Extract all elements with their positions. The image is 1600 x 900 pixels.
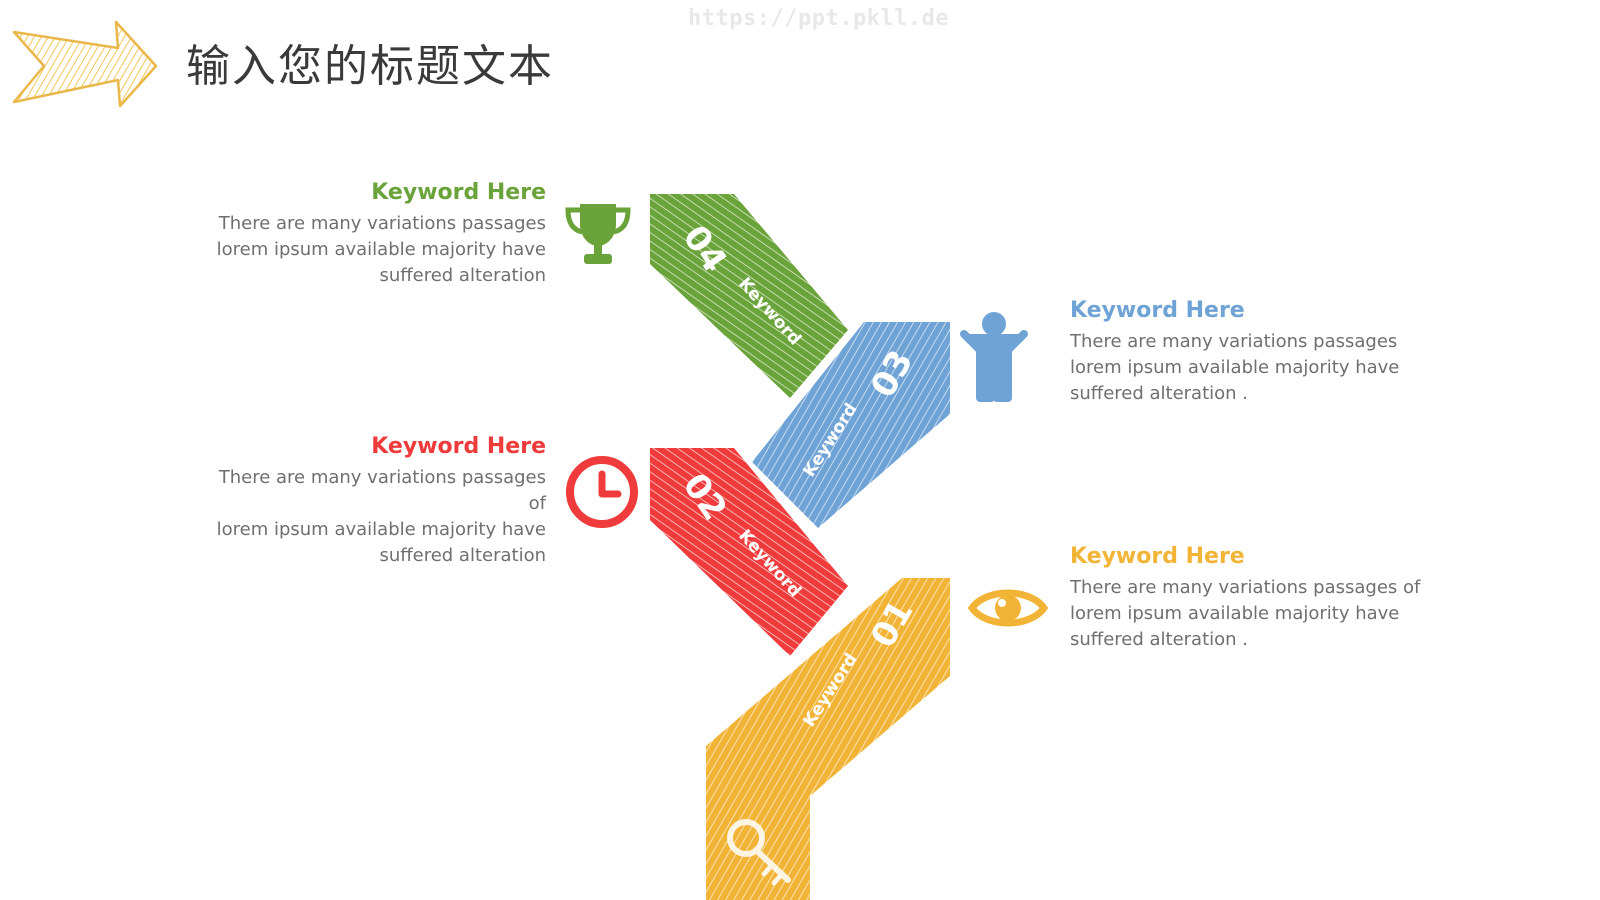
keyword-block-yellow: Keyword Here There are many variations p…	[1070, 544, 1430, 653]
page-title: 输入您的标题文本	[186, 41, 554, 92]
body-line: There are many variations passages of	[1070, 577, 1421, 598]
keyword-body: There are many variations passages lorem…	[1070, 329, 1430, 407]
keyword-body: There are many variations passages of lo…	[1070, 575, 1430, 653]
keyword-block-green: Keyword Here There are many variations p…	[196, 180, 546, 289]
trophy-icon	[565, 204, 631, 264]
keyword-heading: Keyword Here	[1070, 544, 1245, 569]
keyword-block-red: Keyword Here There are many variations p…	[196, 434, 546, 569]
keyword-body: There are many variations passages of lo…	[196, 465, 546, 569]
step-02-band	[650, 448, 848, 656]
body-line: suffered alteration	[379, 265, 546, 286]
step-04-band	[650, 194, 848, 398]
keyword-heading: Keyword Here	[371, 434, 546, 459]
keyword-heading: Keyword Here	[371, 180, 546, 205]
step-01-band	[706, 578, 950, 900]
body-line: lorem ipsum available majority have	[1070, 603, 1400, 624]
keyword-heading: Keyword Here	[1070, 298, 1245, 323]
keyword-block-blue: Keyword Here There are many variations p…	[1070, 298, 1430, 407]
body-line: suffered alteration	[379, 545, 546, 566]
body-line: suffered alteration .	[1070, 383, 1249, 404]
clock-icon	[566, 456, 638, 528]
body-line: There are many variations passages	[218, 213, 546, 234]
key-icon	[727, 819, 791, 886]
body-line: lorem ipsum available majority have	[216, 519, 546, 540]
body-line: There are many variations passages	[1070, 331, 1398, 352]
eye-icon	[968, 589, 1048, 627]
person-icon	[960, 312, 1028, 402]
body-line: lorem ipsum available majority have	[216, 239, 546, 260]
keyword-body: There are many variations passages lorem…	[196, 211, 546, 289]
body-line: lorem ipsum available majority have	[1070, 357, 1400, 378]
body-line: There are many variations passages of	[218, 467, 546, 514]
sketch-arrow-icon	[12, 20, 158, 108]
watermark-url: https://ppt.pkll.de	[688, 6, 950, 31]
step-03-band	[752, 322, 950, 528]
body-line: suffered alteration .	[1070, 629, 1249, 650]
